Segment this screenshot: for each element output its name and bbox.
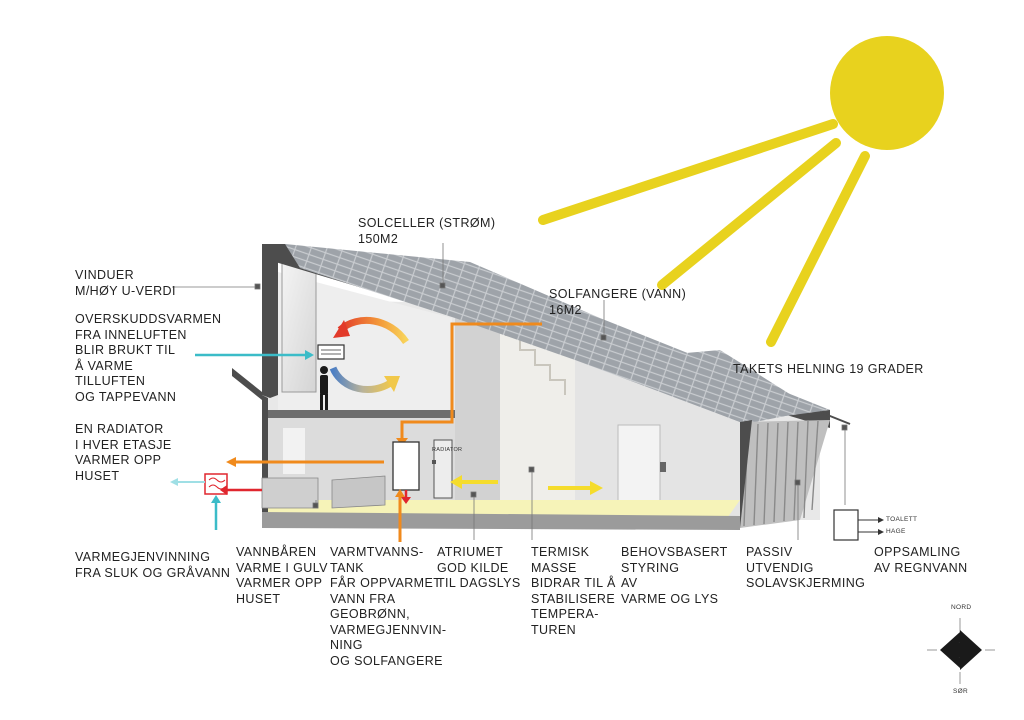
ground-slab <box>262 512 740 530</box>
compass-south: SØR <box>953 688 968 695</box>
leader-lines <box>172 243 848 540</box>
label-passive-shading: PASSIV UTVENDIG SOLAVSKJERMING <box>746 545 866 590</box>
label-floor-heating: VANNBÅREN VARME I GULV VARMER OPP HUSET <box>236 545 328 606</box>
solar-collectors <box>585 350 815 424</box>
label-demand-control: BEHOVSBASERT STYRING AV VARME OG LYS <box>621 545 728 606</box>
left-overhang <box>232 368 262 400</box>
window-upper-left <box>281 261 317 393</box>
left-wall <box>262 244 278 398</box>
sun-ray <box>538 119 838 225</box>
sun-ray <box>766 151 870 347</box>
label-solar-collectors: SOLFANGERE (VANN) 16M2 <box>549 287 687 317</box>
water-tank-icon <box>392 441 420 491</box>
atrium-wall <box>455 318 500 500</box>
label-windows: VINDUER M/HØY U-VERDI <box>75 268 176 298</box>
cool-air-arrow <box>329 366 395 393</box>
label-radiator-small: RADIATOR <box>432 447 463 453</box>
person-icon <box>320 366 328 410</box>
label-thermal-mass: TERMISK MASSE BIDRAR TIL Å STABILISERE T… <box>531 545 616 637</box>
ventilation-unit <box>317 344 345 360</box>
door <box>283 428 305 474</box>
upper-floor-slab <box>265 410 455 418</box>
compass-icon <box>927 618 995 684</box>
shading-fins <box>743 420 819 527</box>
warm-air-arrowhead <box>333 320 350 338</box>
right-frame <box>740 420 752 528</box>
label-solar-cells: SOLCELLER (STRØM) 150M2 <box>358 216 496 246</box>
label-garden: HAGE <box>886 528 906 535</box>
sun-ray <box>657 138 841 290</box>
radiator-icon <box>433 439 453 499</box>
door-right <box>617 424 661 514</box>
label-roof-angle: TAKETS HELNING 19 GRADER <box>733 362 924 376</box>
solar-collector-pipe <box>400 322 542 440</box>
label-toilet: TOALETT <box>886 516 918 523</box>
gutter <box>819 411 851 425</box>
label-rainwater: OPPSAMLING AV REGNVANN <box>874 545 968 575</box>
switch-icon <box>660 462 666 472</box>
label-hot-water-tank: VARMTVANNS- TANK FÅR OPPVARMET VANN FRA … <box>330 545 447 668</box>
label-atrium: ATRIUMET GOD KILDE TIL DAGSLYS <box>437 545 521 590</box>
label-radiator: EN RADIATOR I HVER ETASJE VARMER OPP HUS… <box>75 422 172 483</box>
thermal-mass-wall <box>500 318 575 520</box>
floor-box <box>331 475 386 509</box>
label-excess-heat: OVERSKUDDSVARMEN FRA INNELUFTEN BLIR BRU… <box>75 312 222 404</box>
compass-north: NORD <box>951 604 972 611</box>
rainwater-tank-icon <box>833 509 859 541</box>
cool-air-arrowhead <box>384 376 400 392</box>
duct-box <box>261 477 319 509</box>
sun-icon <box>538 36 944 347</box>
label-heat-recovery: VARMEGJENVINNING FRA SLUK OG GRÅVANN <box>75 550 231 580</box>
